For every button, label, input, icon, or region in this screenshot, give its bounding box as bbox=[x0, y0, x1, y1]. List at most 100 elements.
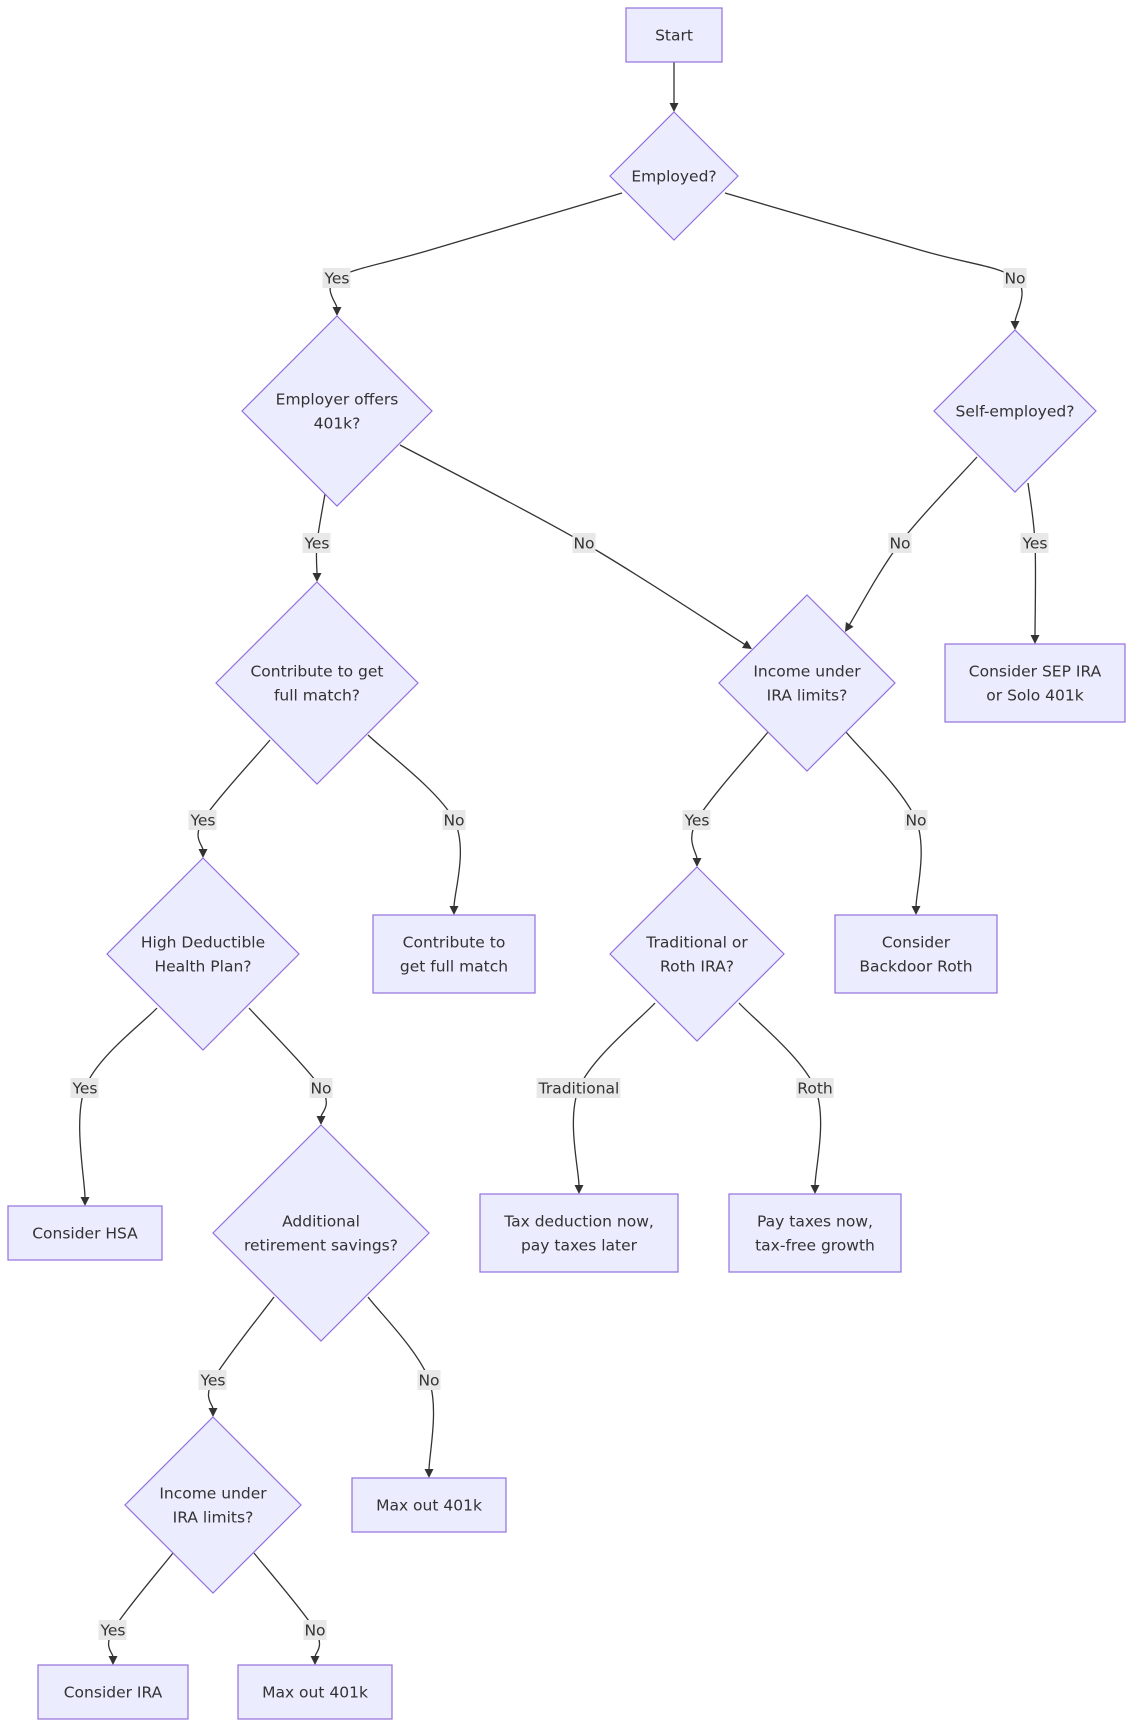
arrowhead-icon bbox=[911, 906, 921, 915]
node-label-line: Income under bbox=[159, 1485, 267, 1503]
edge-label-background bbox=[309, 1078, 333, 1098]
process-box bbox=[479, 1193, 679, 1273]
edge-label-background bbox=[322, 268, 351, 288]
edge-line bbox=[329, 192, 623, 309]
node-label-line: or Solo 401k bbox=[986, 687, 1083, 705]
arrowhead-icon bbox=[692, 858, 702, 867]
edge-label-text: Yes bbox=[323, 270, 349, 288]
edge-label-text: No bbox=[1004, 270, 1025, 288]
arrowhead-icon bbox=[198, 849, 208, 858]
arrowhead-icon bbox=[1010, 321, 1020, 330]
node-sepIra-process: Consider SEP IRA or Solo 401k bbox=[944, 643, 1126, 723]
node-label-line: tax-free growth bbox=[755, 1237, 875, 1255]
node-considerIra-process: Consider IRA bbox=[37, 1664, 189, 1720]
decision-diamond bbox=[718, 594, 896, 772]
node-label-line: Self-employed? bbox=[956, 403, 1075, 421]
process-box bbox=[625, 7, 723, 63]
node-label-line: Traditional or bbox=[645, 934, 748, 952]
edge-additional-to-iraLimits2 bbox=[207, 1296, 275, 1417]
arrowhead-icon bbox=[845, 621, 854, 632]
arrowhead-icon bbox=[312, 573, 322, 582]
edge-label-text: No bbox=[418, 1372, 439, 1390]
node-label-line: Consider IRA bbox=[64, 1684, 163, 1702]
edge-employed-to-selfEmployed bbox=[724, 192, 1023, 330]
decision-diamond bbox=[609, 866, 785, 1042]
decision-diamond bbox=[609, 111, 739, 241]
edge-label: No bbox=[572, 533, 596, 553]
edge-label: No bbox=[442, 810, 466, 830]
edge-label-text: No bbox=[905, 812, 926, 830]
edge-label: No bbox=[309, 1078, 333, 1098]
edge-label-text: Traditional bbox=[538, 1080, 620, 1098]
node-label-line: IRA limits? bbox=[173, 1509, 254, 1527]
arrowhead-icon bbox=[310, 1656, 320, 1665]
decision-diamond bbox=[933, 329, 1097, 493]
arrowhead-icon bbox=[741, 640, 752, 649]
edge-label: Yes bbox=[1020, 533, 1049, 553]
edge-label-background bbox=[70, 1078, 99, 1098]
edge-line bbox=[253, 1552, 321, 1658]
arrowhead-icon bbox=[80, 1197, 90, 1206]
edge-employed-to-employer401k bbox=[329, 192, 623, 316]
node-label-line: get full match bbox=[400, 958, 508, 976]
node-label-line: Employed? bbox=[631, 168, 716, 186]
arrowhead-icon bbox=[332, 307, 342, 316]
edge-fullMatch-to-hdhp bbox=[197, 739, 271, 858]
edge-label-text: Yes bbox=[71, 1080, 97, 1098]
node-label-line: Income under bbox=[753, 663, 861, 681]
edge-label: Traditional bbox=[536, 1078, 621, 1098]
edge-line bbox=[197, 739, 271, 851]
edge-label: No bbox=[303, 1620, 327, 1640]
edge-label-background bbox=[888, 533, 912, 553]
edge-label-background bbox=[302, 533, 331, 553]
arrowhead-icon bbox=[810, 1185, 820, 1194]
edge-label-text: Yes bbox=[1021, 535, 1047, 553]
edge-label-text: No bbox=[889, 535, 910, 553]
edge-label-text: No bbox=[304, 1622, 325, 1640]
edge-line bbox=[107, 1552, 174, 1658]
edge-label-background bbox=[198, 1370, 227, 1390]
arrowhead-icon bbox=[208, 1408, 218, 1417]
edge-line bbox=[79, 1007, 158, 1199]
node-label-line: Consider SEP IRA bbox=[969, 663, 1102, 681]
edge-label: No bbox=[417, 1370, 441, 1390]
edge-tradRoth-to-taxFree bbox=[738, 1002, 822, 1194]
edge-label-background bbox=[796, 1078, 834, 1098]
process-box bbox=[351, 1477, 507, 1533]
edge-label: Roth bbox=[796, 1078, 834, 1098]
edge-label-background bbox=[188, 810, 217, 830]
decision-diamond bbox=[215, 581, 419, 785]
edge-label: Yes bbox=[70, 1078, 99, 1098]
edge-label: Yes bbox=[198, 1370, 227, 1390]
process-box bbox=[7, 1205, 163, 1261]
node-selfEmployed-decision: Self-employed? bbox=[933, 329, 1097, 493]
edge-label-background bbox=[1020, 533, 1049, 553]
node-label-line: High Deductible bbox=[141, 934, 265, 952]
node-label-line: IRA limits? bbox=[767, 687, 848, 705]
decision-diamond bbox=[241, 315, 433, 507]
edge-line bbox=[1027, 482, 1037, 637]
edge-label-text: Yes bbox=[683, 812, 709, 830]
edge-label-background bbox=[904, 810, 928, 830]
node-label-line: Pay taxes now, bbox=[757, 1213, 873, 1231]
edge-iraLimits2-to-considerIra bbox=[107, 1552, 174, 1665]
edge-label-text: Yes bbox=[189, 812, 215, 830]
node-label-line: Contribute to get bbox=[250, 663, 383, 681]
edge-label: No bbox=[1003, 268, 1027, 288]
edge-start-to-employed bbox=[669, 62, 679, 112]
edge-selfEmployed-to-sepIra bbox=[1027, 482, 1040, 644]
edge-line bbox=[848, 456, 978, 626]
process-box bbox=[372, 914, 536, 994]
edge-tradRoth-to-taxLater bbox=[572, 1002, 656, 1194]
edge-line bbox=[724, 192, 1023, 323]
decision-diamond bbox=[212, 1124, 430, 1342]
node-hsa-process: Consider HSA bbox=[7, 1205, 163, 1261]
